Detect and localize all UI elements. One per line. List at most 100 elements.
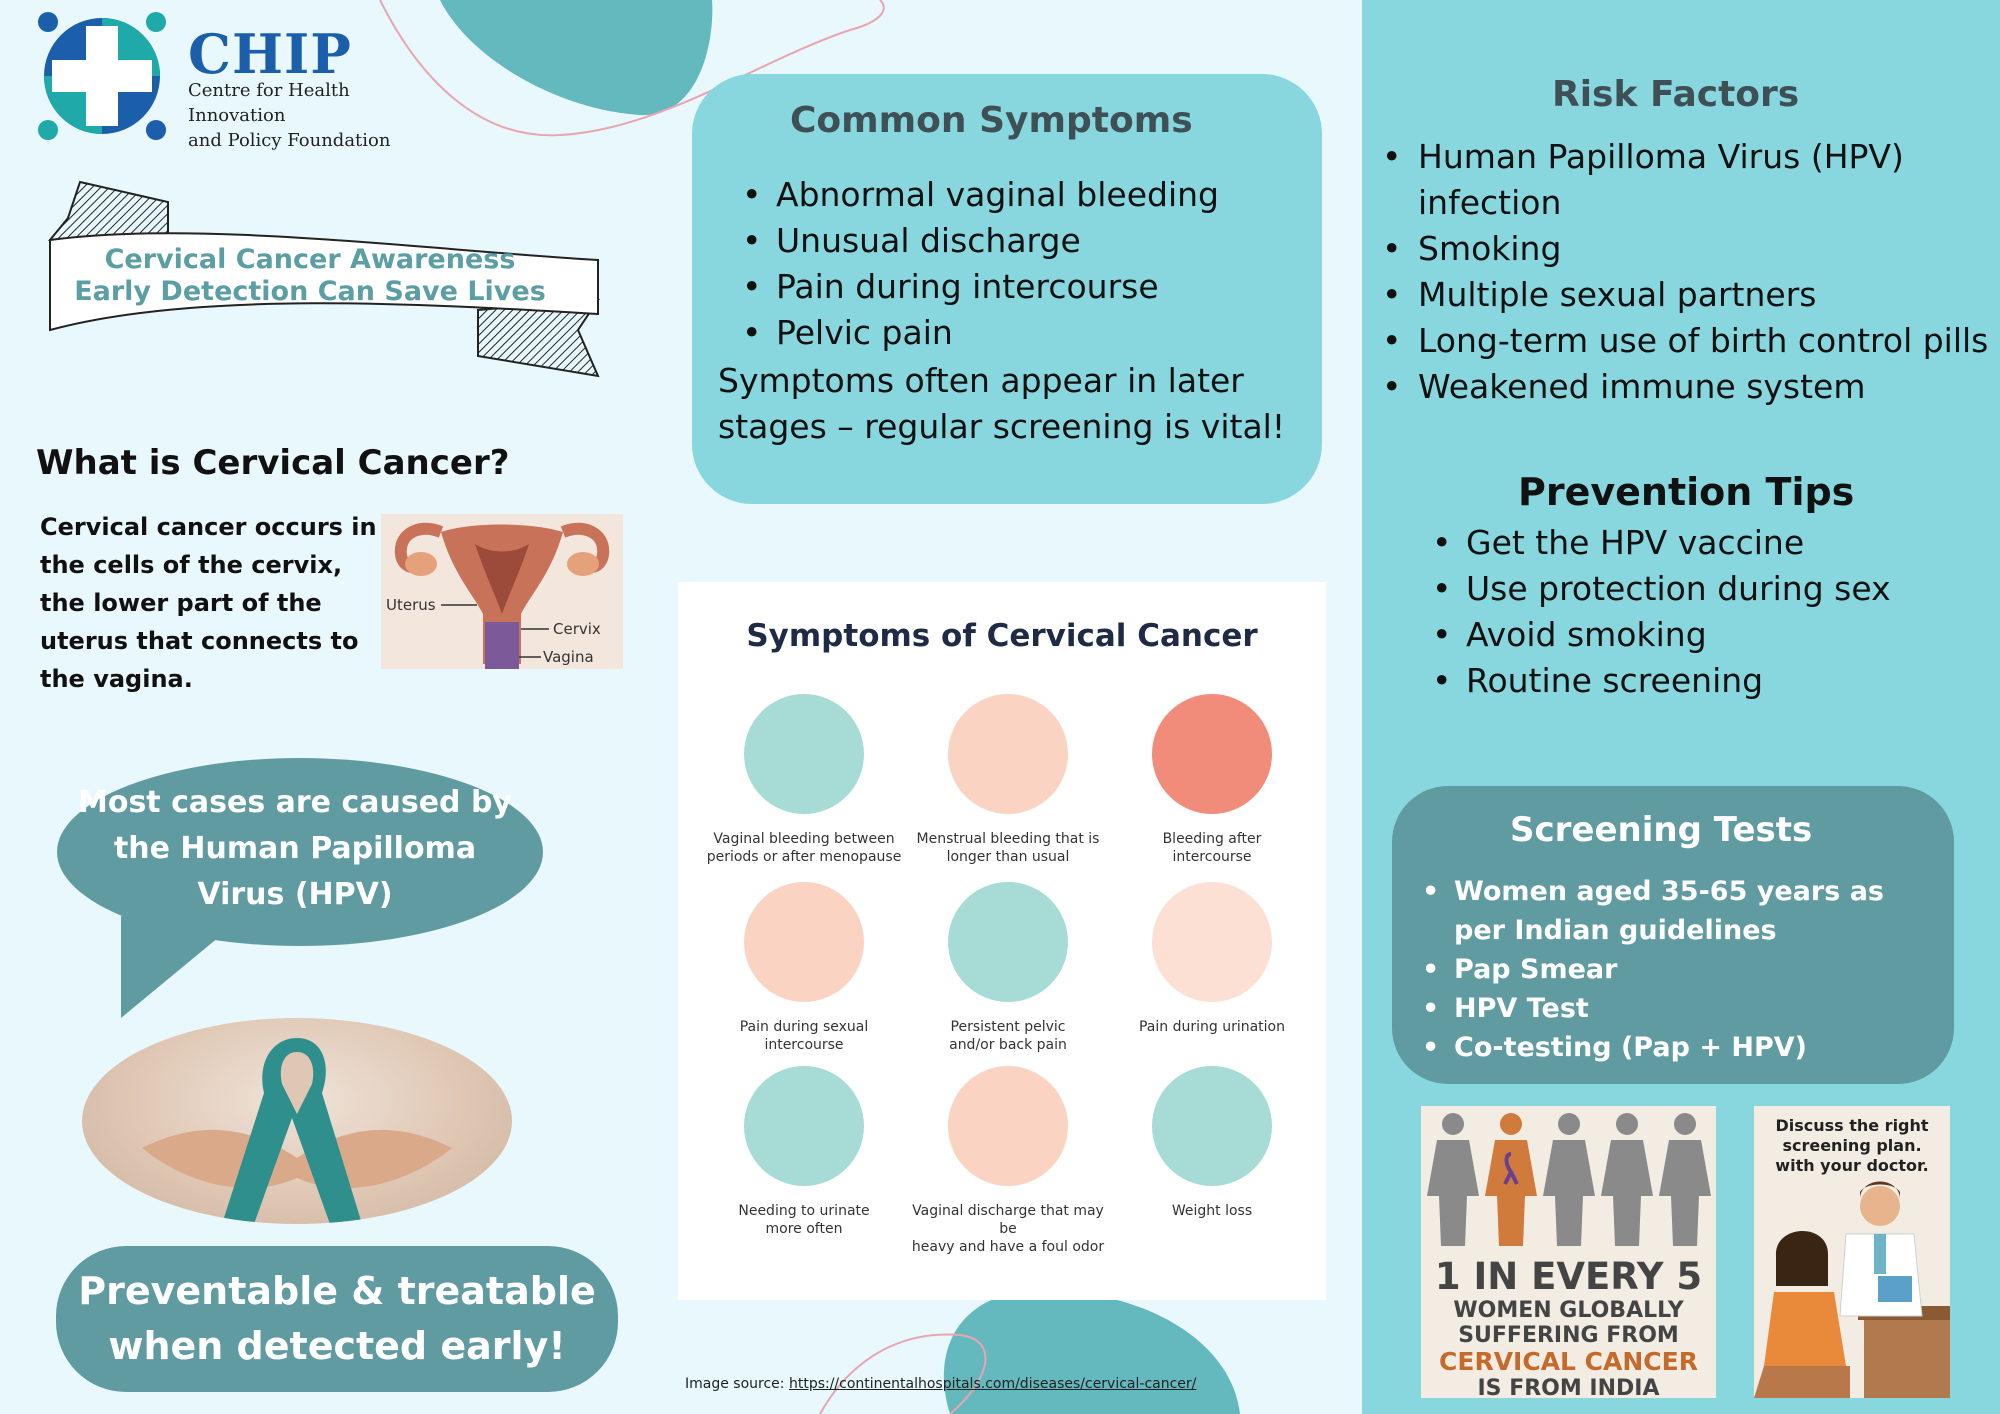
screening-tests-title: Screening Tests [1510,810,1813,850]
statistic-line2: WOMEN GLOBALLY [1453,1298,1684,1323]
banner-line2: Early Detection Can Save Lives [74,276,546,307]
caption-line1: Persistent pelvic [950,1019,1066,1035]
doctor-card-line2: screening plan. [1782,1136,1922,1155]
hpv-bubble-text: Most cases are caused by the Human Papil… [77,785,512,912]
doctor-patient-icon [1754,1181,1950,1398]
common-symptoms-list: Abnormal vaginal bleeding Unusual discha… [742,172,1219,356]
vagina-label: Vagina [543,648,594,666]
infographic-item: Vaginal discharge that may be heavy and … [904,1066,1112,1256]
list-item: Routine screening [1432,658,1891,704]
caption-line1: Vaginal bleeding between [713,831,895,847]
list-item: Unusual discharge [742,218,1219,264]
no-heart-icon [744,882,864,1002]
discharge-icon [948,1066,1068,1186]
list-item: Avoid smoking [1432,612,1891,658]
caption-line1: Pain during urination [1138,1019,1285,1035]
infographic-item: Needing to urinate more often [700,1066,908,1238]
image-source-link[interactable]: https://continentalhospitals.com/disease… [788,1376,1197,1392]
caption-line1: Pain during sexual [739,1019,869,1035]
caption-line1: Bleeding after [1162,831,1262,847]
common-symptoms-note: Symptoms often appear in later stages – … [718,361,1286,446]
common-symptoms-title: Common Symptoms [790,100,1193,141]
caption-line2: longer than usual [946,849,1070,865]
infographic-caption: Needing to urinate more often [700,1202,908,1238]
statistic-line5: IS FROM INDIA [1477,1376,1660,1398]
women-figures-icon [1427,1113,1711,1246]
uterus-label: Uterus [386,596,436,614]
list-item: Pap Smear [1422,950,1942,989]
infographic-item: Persistent pelvic and/or back pain [904,882,1112,1054]
uterus-diagram: Uterus Cervix Vagina [381,514,623,669]
list-item: HPV Test [1422,989,1942,1028]
image-source: Image source: https://continentalhospita… [685,1376,1196,1392]
infographic-caption: Persistent pelvic and/or back pain [904,1018,1112,1054]
infographic-item: Menstrual bleeding that is longer than u… [904,694,1112,866]
logo-subtitle: Centre for Health Innovation and Policy … [188,78,450,153]
pelvic-pain-icon [948,882,1068,1002]
infographic-item: Pain during sexual intercourse [700,882,908,1054]
list-item: Weakened immune system [1382,364,1992,410]
risk-factors-title: Risk Factors [1552,74,1800,115]
infographic-item: Bleeding after intercourse [1108,694,1316,866]
caption-line1: Weight loss [1171,1203,1253,1219]
list-item: Human Papilloma Virus (HPV) infection [1382,134,1992,226]
calendar-icon [948,694,1068,814]
doctor-card-line1: Discuss the right [1775,1116,1929,1135]
infographic-caption: Pain during sexual intercourse [700,1018,908,1054]
speech-bubble [57,758,543,1018]
infographic-item: Vaginal bleeding between periods or afte… [700,694,908,866]
caption-line2: intercourse [764,1037,844,1053]
doctor-card-text: Discuss the right screening plan. with y… [1754,1116,1950,1176]
cervix-label: Cervix [553,620,601,638]
preventable-callout: Preventable & treatable when detected ea… [56,1246,618,1392]
banner-line1: Cervical Cancer Awareness [104,244,516,275]
banner-text: Cervical Cancer Awareness Early Detectio… [60,244,560,308]
statistic-line4: CERVICAL CANCER [1439,1347,1698,1376]
scale-icon [1152,1066,1272,1186]
doctor-consultation-card: Discuss the right screening plan. with y… [1754,1106,1950,1398]
infographic-caption: Pain during urination [1108,1018,1316,1036]
list-item: Abnormal vaginal bleeding [742,172,1219,218]
logo-subtitle-line1: Centre for Health Innovation [188,80,350,126]
caption-line1: Needing to urinate [738,1203,870,1219]
uterus-icon [394,522,610,669]
caption-line2: periods or after menopause [706,849,902,865]
statistic-line3: SUFFERING FROM [1458,1323,1679,1348]
logo-title: CHIP [188,22,352,86]
india-statistic-card: 1 IN EVERY 5 WOMEN GLOBALLY SUFFERING FR… [1421,1106,1716,1398]
list-item: Use protection during sex [1432,566,1891,612]
teal-ribbon-icon [142,1038,452,1224]
toilet-pain-icon [1152,882,1272,1002]
what-is-title: What is Cervical Cancer? [36,443,510,483]
caption-line1: Menstrual bleeding that is [916,831,1100,847]
list-item: Pain during intercourse [742,264,1219,310]
chip-logo: CHIP Centre for Health Innovation and Po… [30,4,450,151]
toilet-clock-icon [744,1066,864,1186]
prevention-tips-title: Prevention Tips [1518,470,1855,514]
list-item: Women aged 35-65 years as per Indian gui… [1422,872,1942,950]
statistic-line1: 1 IN EVERY 5 [1434,1255,1703,1298]
infographic-caption: Bleeding after intercourse [1108,830,1316,866]
infographic-caption: Menstrual bleeding that is longer than u… [904,830,1112,866]
prevention-tips-list: Get the HPV vaccine Use protection durin… [1432,520,1891,704]
chip-logo-icon [38,12,166,140]
caption-line1: Vaginal discharge that may be [912,1203,1104,1237]
infographic-item: Weight loss [1108,1066,1316,1220]
list-item: Multiple sexual partners [1382,272,1992,318]
preventable-line2: when detected early! [108,1324,566,1368]
logo-subtitle-line2: and Policy Foundation [188,130,391,151]
list-item: Pelvic pain [742,310,1219,356]
statistic-text: 1 IN EVERY 5 WOMEN GLOBALLY SUFFERING FR… [1421,1255,1716,1399]
symptoms-infographic: Symptoms of Cervical Cancer Vaginal blee… [678,582,1326,1300]
infographic-caption: Weight loss [1108,1202,1316,1220]
infographic-title: Symptoms of Cervical Cancer [746,618,1258,654]
list-item: Long-term use of birth control pills [1382,318,1992,364]
caption-line2: and/or back pain [949,1037,1067,1053]
caption-line2: intercourse [1172,849,1252,865]
image-source-label: Image source: [685,1376,789,1392]
infographic-item: Pain during urination [1108,882,1316,1036]
caption-line2: more often [765,1221,843,1237]
risk-factors-list: Human Papilloma Virus (HPV) infection Sm… [1382,134,1992,410]
list-item: Smoking [1382,226,1992,272]
